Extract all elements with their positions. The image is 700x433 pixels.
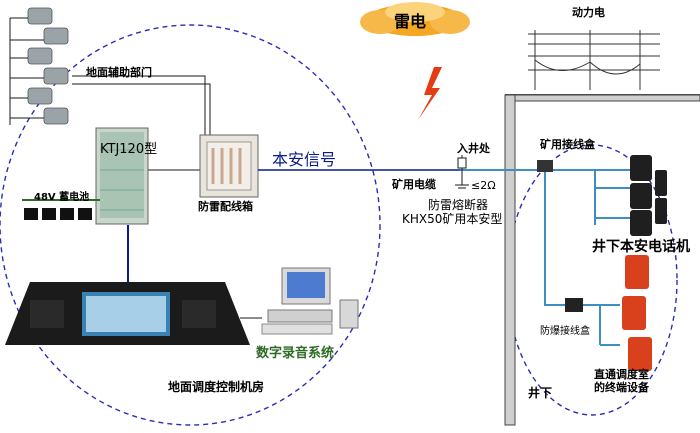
control-room-ellipse xyxy=(0,24,381,426)
thunder-cloud-icon xyxy=(360,2,470,36)
recording-label: 数字录音系统 xyxy=(256,346,335,361)
power-lines-icon xyxy=(528,30,660,90)
power-line-label: 动力电 xyxy=(572,6,605,19)
underground-ellipse xyxy=(506,144,678,416)
lightning-protection-box xyxy=(199,134,259,198)
ex-junction-label: 防爆接线盒 xyxy=(540,326,590,337)
recording-computer-icon xyxy=(261,267,359,335)
ground-aux-label: 地面辅助部门 xyxy=(86,66,152,79)
fuse-icon xyxy=(455,155,469,189)
safety-signal-label: 本安信号 xyxy=(272,150,337,169)
ktj-model-label: KTJ120型 xyxy=(100,142,158,157)
lightning-bolt-icon xyxy=(418,67,442,120)
dispatch-console xyxy=(5,225,250,345)
control-room-label: 地面调度控制机房 xyxy=(168,380,265,394)
dispatch-terminal-icon xyxy=(622,255,652,371)
underground-phone-icon xyxy=(630,155,667,236)
mine-cable-label: 矿用电缆 xyxy=(392,178,436,191)
mine-junction-box-icon xyxy=(537,160,553,172)
ground-phones-icon xyxy=(27,7,69,125)
battery-icon xyxy=(24,208,92,220)
khx-model-label: KHX50矿用本安型 xyxy=(402,212,503,226)
mine-shaft-wall xyxy=(504,94,700,426)
underground-phone-label: 井下本安电话机 xyxy=(592,239,690,255)
ktj120-cabinet xyxy=(95,127,149,225)
mine-junction-label: 矿用接线盒 xyxy=(540,138,595,151)
dispatch-terminal-label: 直通调度室 的终端设备 xyxy=(594,368,649,394)
fuse-label: 防雷熔断器 xyxy=(428,198,489,212)
underground-label: 井下 xyxy=(528,386,553,400)
lightning-box-label: 防雷配线箱 xyxy=(198,200,253,213)
battery-label: 48V 蓄电池 xyxy=(34,192,90,203)
ground-res-label: ≤2Ω xyxy=(471,179,496,192)
thunder-label: 雷电 xyxy=(394,12,427,31)
ex-junction-box-icon xyxy=(565,298,583,312)
shaft-entry-label: 入井处 xyxy=(457,142,490,155)
